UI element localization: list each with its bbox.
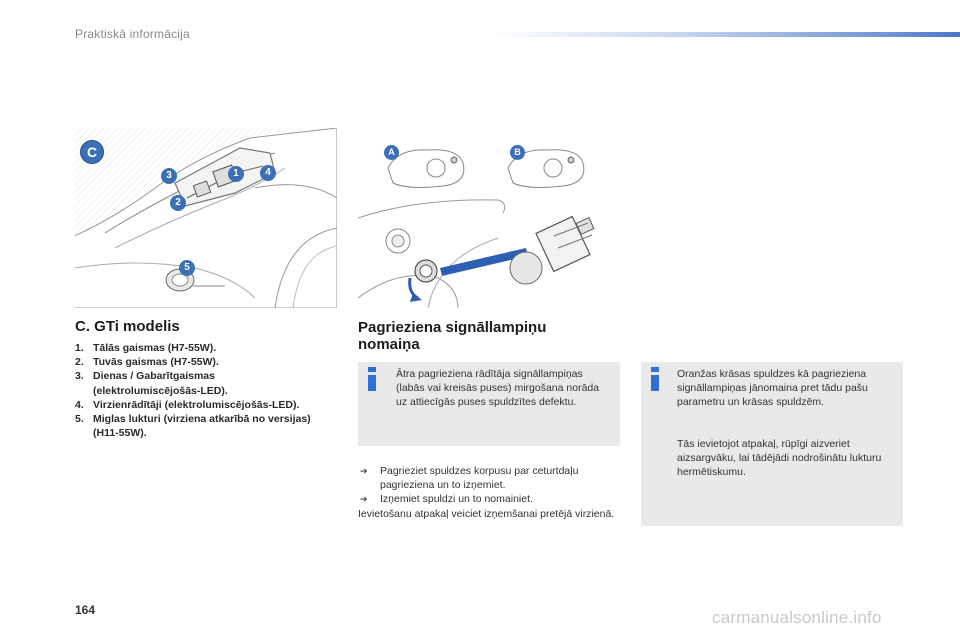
headlamp-drawing: [75, 128, 337, 308]
section-title-signal: Pagrieziena signāllampiņu nomaiņa: [358, 319, 547, 353]
headlamp-illustration: C 3 1 4 2 5: [75, 128, 337, 308]
list-item-text: Virzienrādītāji (elektrolumiscējošās-LED…: [93, 398, 300, 411]
bulb-list: 1. Tālās gaismas (H7-55W). 2. Tuvās gaisma…: [75, 341, 325, 440]
info-text: Oranžas krāsas spuldzes kā pagrieziena s…: [677, 368, 868, 409]
list-item-text: Tuvās gaismas (H7-55W).: [93, 356, 219, 369]
badge-c: C: [80, 140, 104, 164]
list-item: 5. Miglas lukturi (virziena atkarībā no v…: [75, 412, 325, 440]
info-box: Oranžas krāsas spuldzes kā pagrieziena s…: [641, 362, 903, 526]
bulb-drawing: [358, 149, 595, 308]
list-item: 1. Tālās gaismas (H7-55W).: [75, 341, 325, 355]
arrow-right-icon: ➔: [360, 466, 368, 476]
badge-1: 1: [228, 166, 244, 182]
step-text: Pagrieziet spuldzes korpusu par ceturtda…: [380, 465, 579, 492]
watermark: carmanualsonline.info: [712, 608, 882, 627]
badge-b: B: [510, 145, 525, 160]
header-accent-bar: [490, 32, 960, 37]
list-item: 2. Tuvās gaismas (H7-55W).: [75, 355, 325, 369]
step-item: ➔ Izņemiet spuldzi un to nomainiet.: [358, 492, 620, 506]
list-item-number: 1.: [75, 342, 84, 354]
step-item: ➔ Pagrieziet spuldzes korpusu par ceturt…: [358, 464, 620, 492]
list-item-text: Miglas lukturi (virziena atkarībā no ver…: [93, 413, 311, 440]
badge-a: A: [384, 145, 399, 160]
list-item-number: 4.: [75, 398, 84, 411]
list-item: 3. Dienas / Gabarītgaismas (elektrolumisc…: [75, 369, 325, 397]
badge-2: 2: [170, 195, 186, 211]
list-item-number: 3.: [75, 370, 84, 383]
list-item-number: 2.: [75, 356, 84, 369]
bulb-illustration: A B: [358, 128, 618, 308]
info-icon: [366, 367, 380, 391]
info-text: Ātra pagrieziena rādītāja signāllampiņas…: [396, 368, 600, 409]
procedure-footer-text: Ievietošanu atpakaļ veiciet izņemšanai p…: [358, 507, 615, 520]
header-title: Praktiskā informācija: [75, 27, 190, 41]
info-box: Ātra pagrieziena rādītāja signāllampiņas…: [358, 362, 620, 446]
badge-5: 5: [179, 260, 195, 276]
step-text: Izņemiet spuldzi un to nomainiet.: [380, 493, 533, 506]
list-item-number: 5.: [75, 413, 84, 426]
info-text: Tās ievietojot atpakaļ, rūpīgi aizveriet…: [677, 438, 882, 479]
info-icon: [649, 367, 663, 391]
list-item-text: Tālās gaismas (H7-55W).: [93, 342, 217, 354]
list-item-text: Dienas / Gabarītgaismas (elektrolumiscēj…: [93, 370, 228, 397]
badge-4: 4: [260, 165, 276, 181]
badge-3: 3: [161, 168, 177, 184]
procedure-steps: ➔ Pagrieziet spuldzes korpusu par ceturt…: [358, 464, 620, 521]
page-number: 164: [75, 603, 96, 617]
arrow-right-icon: ➔: [360, 494, 368, 505]
list-item: 4. Virzienrādītāji (elektrolumiscējošās-L…: [75, 398, 325, 412]
section-title-gti: C. GTi modelis: [75, 318, 180, 335]
